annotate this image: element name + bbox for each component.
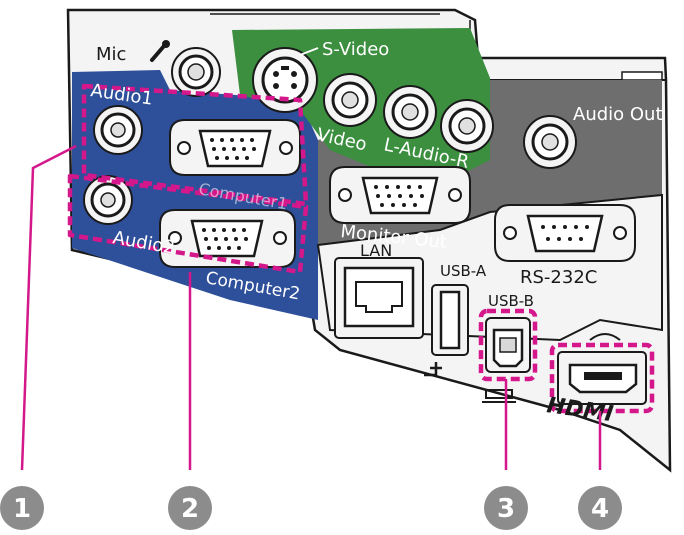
callout-2: 2: [168, 486, 212, 530]
label-usb-a: USB-A: [440, 262, 487, 280]
rs232c-port: [494, 204, 636, 262]
usb-a-symbol-icon: [424, 362, 442, 377]
highlight-hdmi: [549, 342, 655, 414]
audio-r-jack: [440, 99, 494, 153]
usb-a-port: [431, 284, 469, 356]
callout-4-number: 4: [591, 494, 609, 524]
mic-jack: [171, 47, 221, 97]
callout-1: 1: [0, 486, 44, 530]
computer2-vga-port: [159, 209, 296, 268]
callout-1-number: 1: [13, 494, 31, 524]
audio2-jack: [83, 175, 133, 225]
monitor-out-vga-port: [329, 166, 471, 224]
highlight-usb-b: [478, 308, 538, 382]
label-audio-out: Audio Out: [573, 104, 663, 125]
mic-icon: [150, 44, 166, 62]
label-s-video: S-Video: [322, 39, 389, 60]
label-lan: LAN: [360, 241, 392, 260]
s-video-leader: [299, 47, 319, 56]
usb-b-computer-icon: [482, 389, 516, 403]
hdmi-port: [557, 351, 647, 405]
audio1-jack: [93, 105, 143, 155]
highlight-computer2: [67, 173, 309, 275]
callout-3: 3: [484, 486, 528, 530]
mic-icon-head: [162, 40, 170, 48]
callout-4: 4: [578, 486, 622, 530]
usb-b-port: [485, 317, 531, 373]
s-video-port: [252, 47, 318, 113]
audio-l-jack: [383, 85, 437, 139]
label-usb-b: USB-B: [488, 292, 534, 310]
hdmi-bracket: [589, 333, 621, 341]
label-rs232c: RS-232C: [520, 267, 597, 288]
label-mic: Mic: [96, 44, 126, 65]
leader-1: [20, 144, 77, 471]
computer1-vga-port: [169, 119, 301, 176]
callout-3-number: 3: [497, 494, 515, 524]
video-jack: [323, 73, 377, 127]
highlight-computer1: [81, 83, 309, 207]
callout-2-number: 2: [181, 494, 199, 524]
audio-out-jack: [523, 115, 577, 169]
lan-port: [334, 257, 424, 339]
